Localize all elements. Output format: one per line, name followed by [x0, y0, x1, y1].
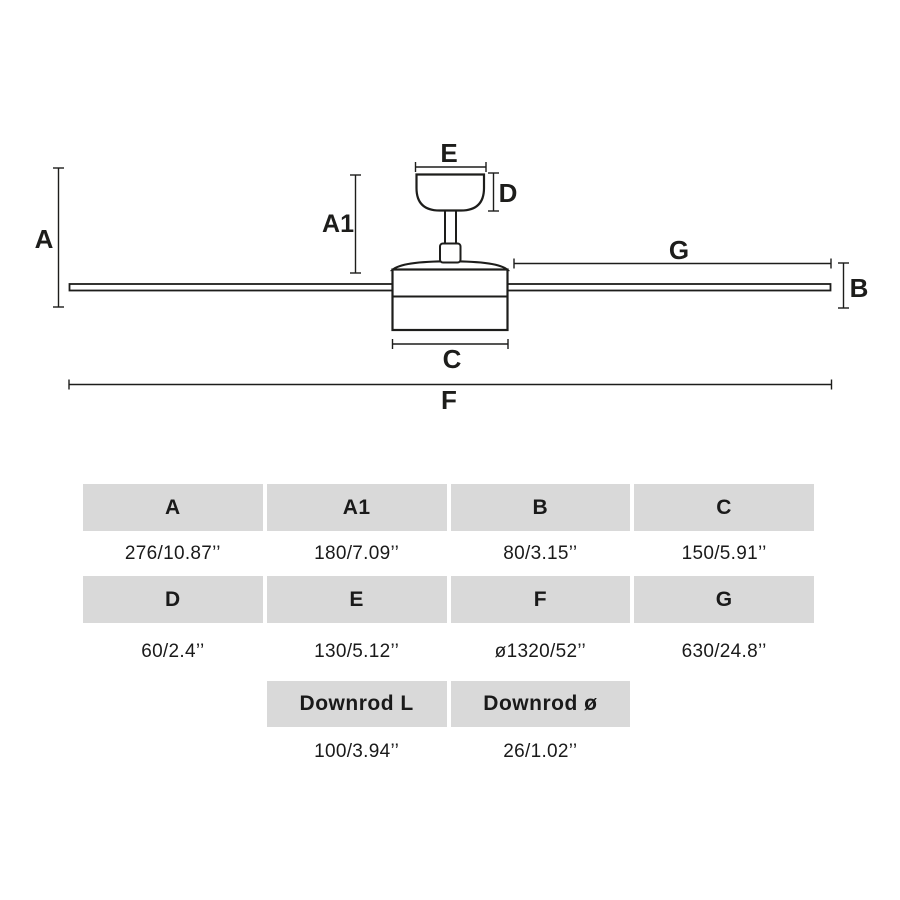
dim-b-label: B	[850, 273, 869, 303]
table-value-downrod-length: 100/3.94’’	[266, 727, 447, 777]
table-value-f: ø1320/52’’	[450, 623, 631, 681]
dim-a-label: A	[35, 224, 54, 254]
dim-a1	[350, 174, 361, 274]
fan-blade-right	[506, 283, 832, 292]
dimensions-table: A A1 B C 276/10.87’’ 180/7.09’’ 80/3.15’…	[83, 484, 814, 777]
dim-e-label: E	[440, 138, 457, 168]
dim-f-label: F	[441, 385, 457, 415]
table-value-a: 276/10.87’’	[83, 531, 263, 576]
dim-a	[53, 167, 64, 308]
table-header-g: G	[634, 576, 814, 623]
dim-a1-label: A1	[322, 210, 354, 238]
table-value-d: 60/2.4’’	[83, 623, 263, 681]
table-header-b: B	[450, 484, 631, 531]
dim-d	[488, 172, 499, 212]
table-header-e: E	[266, 576, 447, 623]
table-header-a: A	[83, 484, 263, 531]
table-value-g: 630/24.8’’	[634, 623, 814, 681]
dim-c-label: C	[443, 344, 462, 374]
table-value-a1: 180/7.09’’	[266, 531, 447, 576]
table-value-e: 130/5.12’’	[266, 623, 447, 681]
table-header-a1: A1	[266, 484, 447, 531]
table-header-f: F	[450, 576, 631, 623]
fan-blade-left	[68, 283, 394, 292]
dim-e	[414, 162, 487, 172]
dim-b	[838, 262, 849, 309]
dim-g	[513, 258, 832, 269]
dim-d-label: D	[499, 178, 518, 208]
dim-c	[391, 339, 509, 349]
dim-g-label: G	[669, 235, 689, 265]
fan-diagram: A A1 E D G	[35, 138, 869, 415]
table-header-downrod-length: Downrod L	[266, 681, 447, 727]
table-header-downrod-diameter: Downrod ø	[450, 681, 631, 727]
table-value-c: 150/5.91’’	[634, 531, 814, 576]
table-header-c: C	[634, 484, 814, 531]
downrod	[444, 208, 457, 246]
table-value-downrod-diameter: 26/1.02’’	[450, 727, 631, 777]
motor-body	[391, 268, 509, 332]
canopy	[415, 173, 486, 212]
dim-f	[68, 379, 833, 390]
downrod-coupling	[439, 242, 462, 264]
table-value-b: 80/3.15’’	[450, 531, 631, 576]
table-header-d: D	[83, 576, 263, 623]
